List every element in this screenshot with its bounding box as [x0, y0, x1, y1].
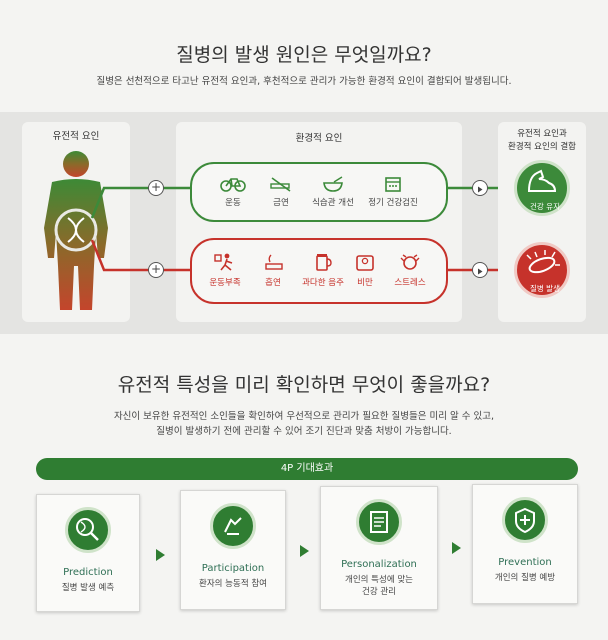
env-item-exercise: 운동: [202, 176, 264, 208]
play-arrow-icon: [472, 180, 488, 196]
calendar-icon: [385, 177, 401, 192]
plus-icon: +: [148, 180, 164, 196]
bicycle-icon: [220, 178, 246, 192]
arrow-right-icon: [156, 549, 165, 561]
env-item-diet: 식습관 개선: [302, 176, 364, 208]
arrow-right-icon: [300, 545, 309, 557]
healthy-habits-pill: [190, 162, 448, 222]
env-item-no-smoking: 금연: [250, 176, 312, 208]
cigarette-icon: [265, 254, 283, 270]
env-item-inactivity: 운동부족: [196, 252, 254, 288]
effect-card-participation: Participation 환자의 능동적 참여: [180, 490, 286, 610]
section2-line1: 자신이 보유한 유전적인 소인들을 확인하여 우선적으로 관리가 필요한 질병들…: [113, 411, 495, 422]
stress-icon: [400, 254, 420, 270]
play-arrow-icon: [472, 262, 488, 278]
no-smoking-icon: [270, 177, 291, 192]
effect-card-prediction: Prediction 질병 발생 예측: [36, 494, 140, 612]
arrow-right-icon: [452, 542, 461, 554]
combined-label: 유전적 요인과 환경적 요인의 결합: [508, 129, 576, 152]
env-item-checkup: 정기 건강검진: [362, 176, 424, 208]
env-item-drinking: 과다한 음주: [290, 252, 356, 288]
virus-icon: [526, 250, 560, 274]
env-item-stress: 스트레스: [382, 252, 438, 288]
scale-icon: [356, 255, 374, 271]
section2-line2: 질병이 발생하기 전에 관리할 수 있어 조기 진단과 맞춤 처방이 가능합니다…: [156, 426, 452, 437]
effect-card-personalization: Personalization 개인의 특성에 맞는 건강 관리: [320, 486, 438, 610]
bowl-icon: [323, 176, 343, 192]
clipboard-icon: [356, 499, 402, 545]
health-maintained-circle: 건강 유지: [514, 160, 570, 216]
plus-icon: +: [148, 262, 164, 278]
env-item-smoking: 흡연: [244, 252, 302, 288]
env-item-obesity: 비만: [340, 252, 390, 288]
dna-magnifier-icon: [65, 507, 111, 553]
beer-icon: [316, 254, 332, 271]
genetic-panel: 유전적 요인: [22, 122, 130, 322]
risk-factors-pill: [190, 238, 448, 304]
hands-icon: [210, 503, 256, 549]
arm-muscle-icon: [527, 169, 557, 192]
disease-onset-circle: 질병 발생: [514, 242, 570, 298]
page-title: 질병의 발생 원인은 무엇일까요?: [176, 44, 432, 66]
environment-label: 환경적 요인: [295, 133, 343, 144]
couch-icon: [214, 253, 233, 271]
genetic-label: 유전적 요인: [52, 131, 100, 142]
shield-cross-icon: [502, 497, 548, 543]
page-subtitle: 질병은 선천적으로 타고난 유전적 요인과, 후천적으로 관리가 가능한 환경적…: [96, 76, 512, 87]
human-body-icon: [44, 151, 108, 310]
effects-title-bar: 4P 기대효과: [36, 458, 578, 480]
effect-card-prevention: Prevention 개인의 질병 예방: [472, 484, 578, 604]
section2-title: 유전적 특성을 미리 확인하면 무엇이 좋을까요?: [117, 374, 491, 396]
